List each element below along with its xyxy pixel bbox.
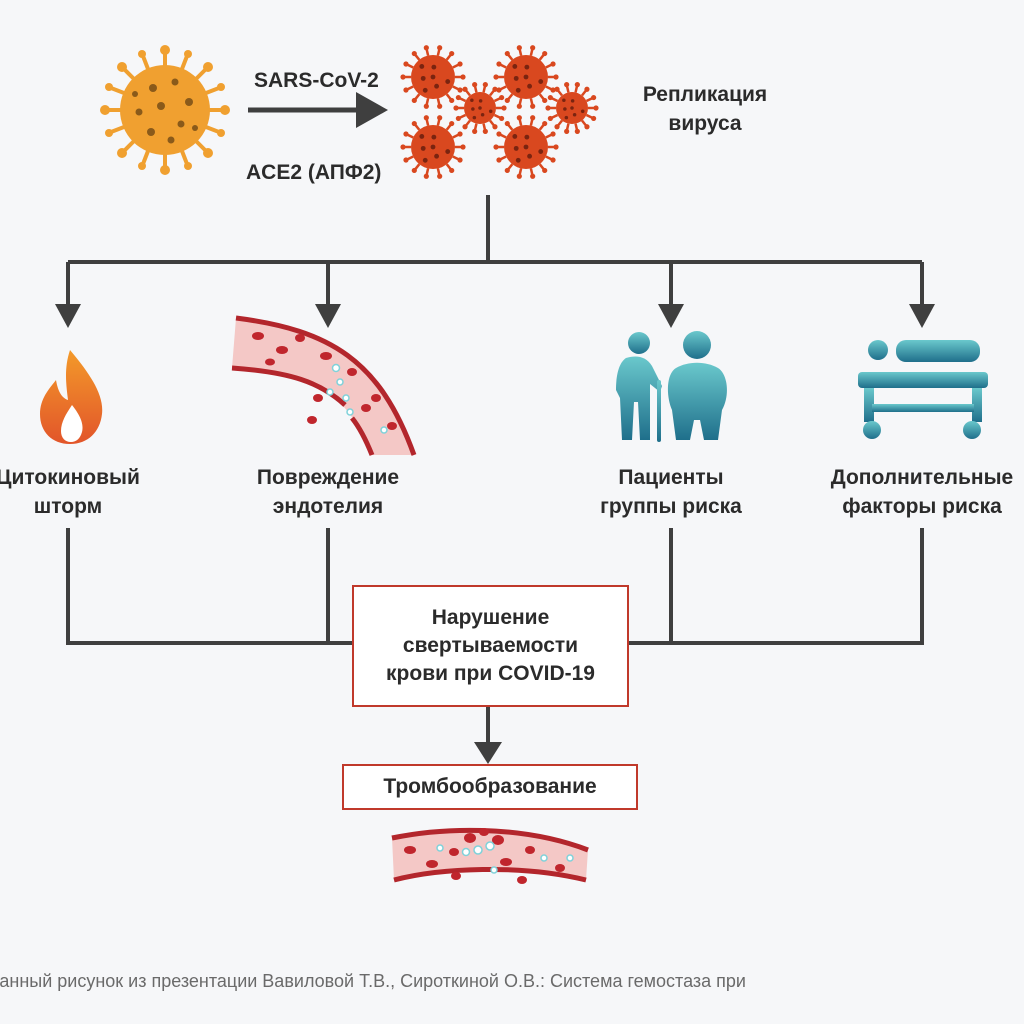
red-virus-icon [493, 45, 559, 109]
cause-label-line-1: Цитокиновый [0, 466, 140, 489]
cause-label-line-2: группы риска [600, 495, 742, 518]
cause-label-line-1: Повреждение [256, 466, 400, 489]
cause-label-line-1: Пациенты [618, 466, 724, 489]
flow-connectors [66, 195, 924, 745]
cause-label-line-2: шторм [33, 495, 103, 518]
thrombus-vessel-icon [391, 827, 589, 884]
virus-icon [100, 45, 230, 175]
box-line-2: свертываемости [402, 634, 579, 657]
ace2-label: ACE2 (АПФ2) [246, 161, 382, 184]
red-virus-icon [400, 115, 466, 179]
replication-line-1: Репликация [642, 83, 768, 106]
red-virus-icon [545, 82, 599, 134]
cause-label-line-2: факторы риска [842, 495, 1002, 518]
box-line-1: Нарушение [431, 606, 550, 629]
coagulation-disorder-box: Нарушение свертываемости крови при COVID… [352, 585, 629, 707]
red-virus-icon [400, 45, 466, 109]
flame-icon [40, 350, 103, 444]
flow-arrowheads [55, 304, 935, 764]
replication-label: Репликация вируса [600, 80, 810, 138]
hospital-bed-icon [858, 340, 988, 439]
source-caption: ованный рисунок из презентации Вавиловой… [0, 971, 746, 991]
cause-cytokine-storm: Цитокиновый шторм [0, 463, 198, 521]
cause-additional-factors: Дополнительные факторы риска [800, 463, 1024, 521]
cause-label-line-1: Дополнительные [830, 466, 1014, 489]
elderly-people-icon [616, 331, 727, 442]
cause-endothelial-damage: Повреждение эндотелия [198, 463, 458, 521]
sars-cov-2-label: SARS-CoV-2 [254, 69, 379, 92]
thrombosis-label: Тромбообразование [383, 775, 597, 798]
red-virus-icon [453, 82, 507, 134]
damaged-vessel-icon [231, 315, 417, 456]
red-virus-icon [493, 115, 559, 179]
infection-arrow [248, 92, 388, 128]
replication-line-2: вируса [668, 112, 742, 135]
box-line-3: крови при COVID-19 [386, 662, 595, 685]
replicating-viruses-icon [400, 45, 599, 179]
thrombosis-box: Тромбообразование [342, 764, 638, 810]
cause-label-line-2: эндотелия [272, 495, 384, 518]
cause-risk-patients: Пациенты группы риска [541, 463, 801, 521]
